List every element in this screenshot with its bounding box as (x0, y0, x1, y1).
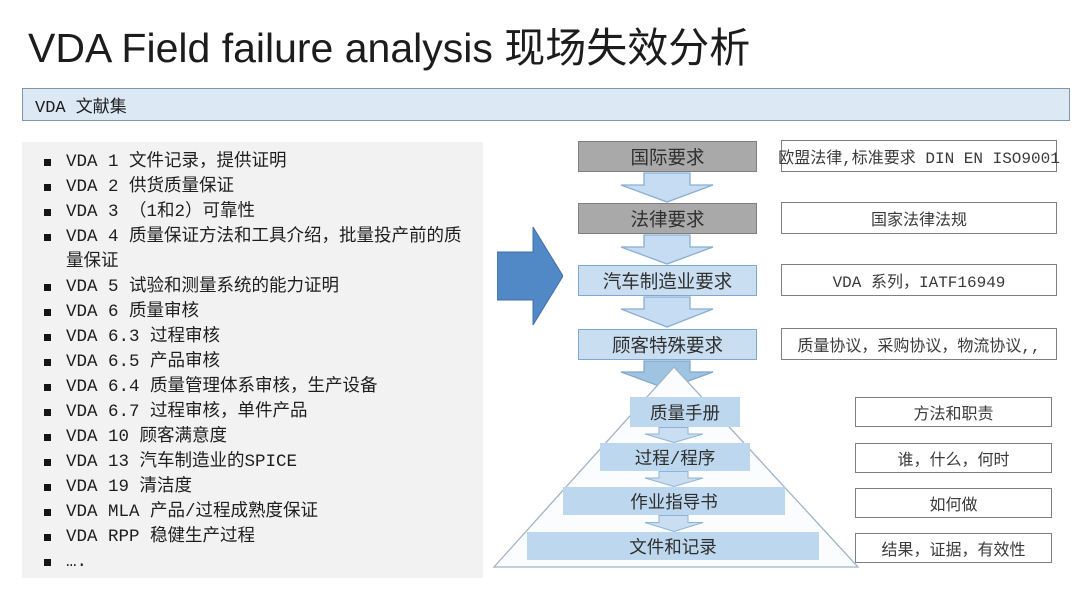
list-item: VDA 3 （1和2）可靠性 (44, 200, 473, 225)
list-item: VDA 2 供货质量保证 (44, 175, 473, 200)
down-arrow-icon (644, 471, 704, 487)
right-arrow-icon (497, 227, 563, 325)
page-title: VDA Field failure analysis 现场失效分析 (28, 25, 751, 71)
list-item: VDA 6 质量审核 (44, 300, 473, 325)
flow-box-legal-requirements: 法律要求 (578, 203, 757, 234)
list-item: …. (44, 550, 473, 575)
pyramid-layer-documents-and-records: 文件和记录 (527, 532, 819, 560)
side-note-how-to-do: 如何做 (855, 488, 1052, 518)
vda-literature-list: VDA 1 文件记录，提供证明 VDA 2 供货质量保证 VDA 3 （1和2）… (44, 150, 473, 575)
side-note-results-evidence-effectiveness: 结果，证据，有效性 (855, 533, 1052, 563)
down-arrow-icon (620, 296, 714, 328)
down-arrow-icon (620, 172, 714, 203)
side-note-methods-responsibilities: 方法和职责 (855, 397, 1052, 427)
section-header-bar: VDA 文献集 (22, 88, 1070, 121)
note-box-customer: 质量协议，采购协议，物流协议,, (781, 328, 1057, 360)
flow-box-customer-specific-requirements: 顾客特殊要求 (578, 329, 757, 360)
square-bullet-icon (44, 384, 51, 391)
section-header-label: VDA 文献集 (35, 98, 127, 118)
list-item: VDA 13 汽车制造业的SPICE (44, 450, 473, 475)
side-note-who-what-when: 谁，什么，何时 (855, 443, 1052, 473)
flow-box-international-requirements: 国际要求 (578, 141, 757, 172)
square-bullet-icon (44, 184, 51, 191)
square-bullet-icon (44, 434, 51, 441)
pyramid-layer-quality-manual: 质量手册 (630, 397, 740, 427)
square-bullet-icon (44, 534, 51, 541)
list-item: VDA 6.7 过程审核，单件产品 (44, 400, 473, 425)
list-item: VDA 5 试验和测量系统的能力证明 (44, 275, 473, 300)
pyramid-layer-process-procedure: 过程/程序 (600, 443, 750, 471)
square-bullet-icon (44, 334, 51, 341)
list-item: VDA 6.5 产品审核 (44, 350, 473, 375)
pyramid-layer-work-instructions: 作业指导书 (563, 487, 785, 515)
note-box-international: 欧盟法律,标准要求 DIN EN ISO9001 (778, 140, 1060, 172)
square-bullet-icon (44, 284, 51, 291)
square-bullet-icon (44, 509, 51, 516)
square-bullet-icon (44, 159, 51, 166)
square-bullet-icon (44, 459, 51, 466)
square-bullet-icon (44, 409, 51, 416)
list-item: VDA RPP 稳健生产过程 (44, 525, 473, 550)
list-item: VDA MLA 产品/过程成熟度保证 (44, 500, 473, 525)
list-item: VDA 10 顾客满意度 (44, 425, 473, 450)
list-item: VDA 4 质量保证方法和工具介绍，批量投产前的质量保证 (44, 225, 473, 275)
square-bullet-icon (44, 559, 51, 566)
note-box-legal: 国家法律法规 (781, 202, 1057, 234)
down-arrow-icon (644, 515, 704, 532)
down-arrow-icon (644, 427, 704, 443)
list-item: VDA 1 文件记录，提供证明 (44, 150, 473, 175)
square-bullet-icon (44, 359, 51, 366)
square-bullet-icon (44, 309, 51, 316)
flow-box-automotive-industry-requirements: 汽车制造业要求 (578, 265, 757, 296)
square-bullet-icon (44, 484, 51, 491)
list-item: VDA 19 清洁度 (44, 475, 473, 500)
square-bullet-icon (44, 209, 51, 216)
vda-literature-panel: VDA 1 文件记录，提供证明 VDA 2 供货质量保证 VDA 3 （1和2）… (22, 142, 483, 578)
list-item: VDA 6.4 质量管理体系审核，生产设备 (44, 375, 473, 400)
square-bullet-icon (44, 234, 51, 241)
note-box-automotive: VDA 系列，IATF16949 (781, 264, 1057, 296)
list-item: VDA 6.3 过程审核 (44, 325, 473, 350)
down-arrow-icon (620, 234, 714, 265)
